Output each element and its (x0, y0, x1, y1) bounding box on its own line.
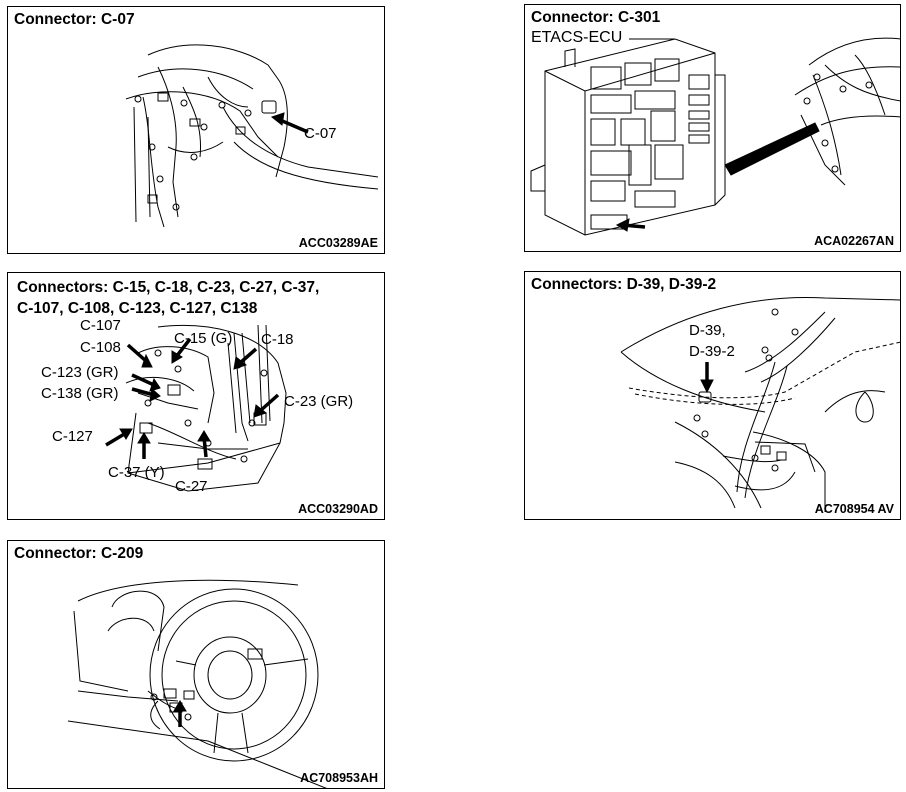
figure-code: ACC03289AE (298, 236, 378, 250)
panel-connector-c301: Connector: C-301 ETACS-ECU ACA02267AN (524, 4, 901, 252)
callout-d39-2: D-39-2 (689, 343, 735, 360)
callout-c15: C-15 (G) (174, 330, 233, 347)
figure-code: ACA02267AN (814, 234, 894, 248)
roof-harness-illustration (525, 272, 901, 520)
callout-c18: C-18 (261, 331, 294, 348)
callout-c27: C-27 (175, 478, 208, 495)
panel-title-line2: C-107, C-108, C-123, C-127, C138 (17, 300, 258, 317)
callout-c37: C-37 (Y) (108, 464, 165, 481)
callout-c108: C-108 (80, 339, 121, 356)
center-console-harness-illustration (8, 273, 385, 520)
steering-column-illustration (8, 541, 385, 789)
callout-c07: C-07 (304, 125, 337, 142)
panel-connectors-c15-c138: Connectors: C-15, C-18, C-23, C-27, C-37… (7, 272, 385, 520)
callout-d39: D-39, (689, 322, 726, 339)
panel-connectors-d39: Connectors: D-39, D-39-2 D-39, D-39-2 AC… (524, 271, 901, 520)
callout-c123: C-123 (GR) (41, 364, 119, 381)
panel-title: Connector: C-07 (14, 11, 135, 28)
etacs-ecu-illustration (525, 5, 901, 252)
panel-title: Connector: C-301 (531, 9, 661, 26)
dashboard-harness-illustration (8, 7, 385, 254)
callout-c138: C-138 (GR) (41, 385, 119, 402)
panel-title: Connectors: D-39, D-39-2 (531, 276, 717, 293)
panel-connector-c209: Connector: C-209 AC708953AH (7, 540, 385, 789)
callout-c127: C-127 (52, 428, 93, 445)
figure-code: AC708953AH (300, 771, 378, 785)
callout-c107: C-107 (80, 317, 121, 334)
label-etacs-ecu: ETACS-ECU (531, 29, 623, 46)
callout-c23: C-23 (GR) (284, 393, 354, 410)
panel-title: Connector: C-209 (14, 545, 144, 562)
panel-connector-c07: Connector: C-07 C-07 ACC03289AE (7, 6, 385, 254)
panel-title-line1: Connectors: C-15, C-18, C-23, C-27, C-37… (17, 279, 320, 296)
figure-code: ACC03290AD (298, 502, 378, 516)
figure-code: AC708954 AV (814, 502, 894, 516)
